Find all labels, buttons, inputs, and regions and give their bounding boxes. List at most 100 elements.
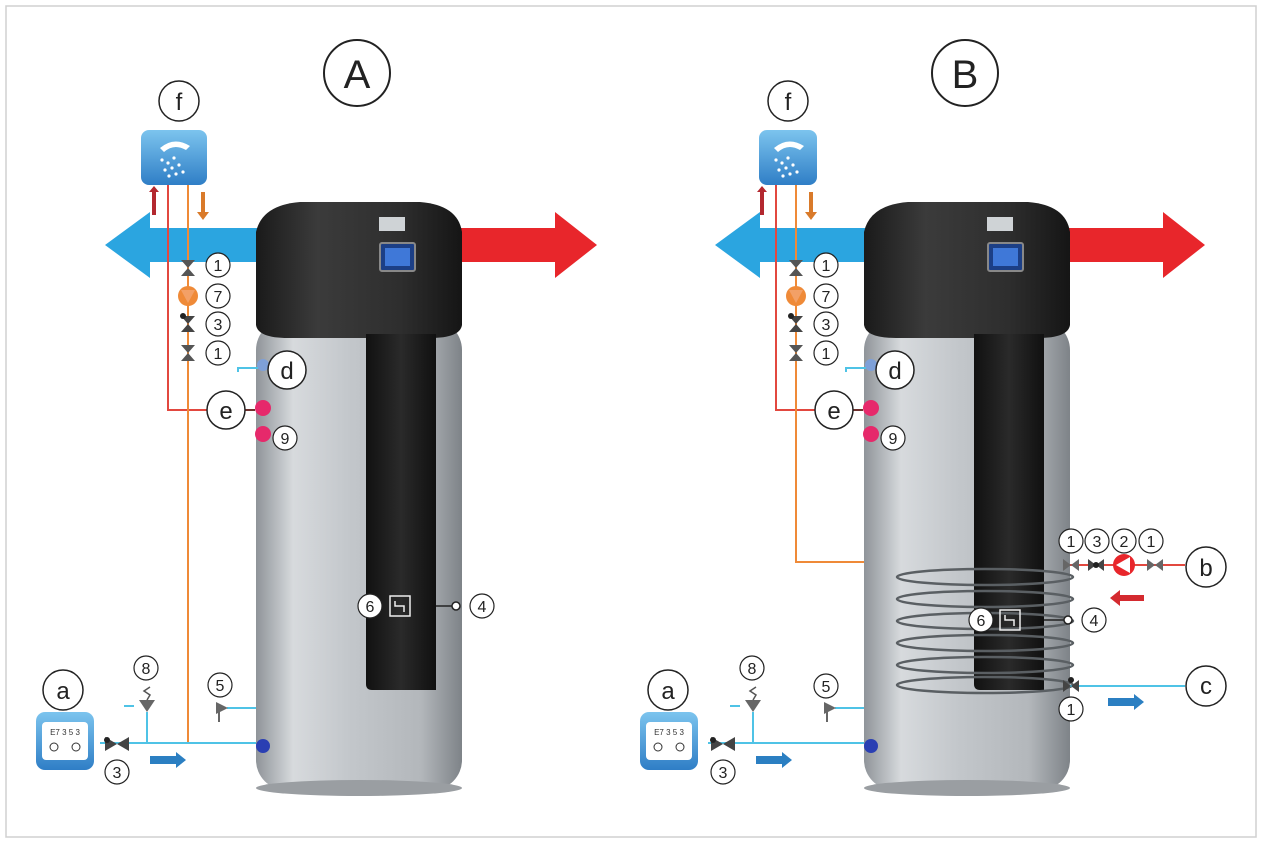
connector-cold-inlet	[864, 739, 878, 753]
relief-valve-icon	[730, 686, 761, 712]
coil-valve-label: 1	[1147, 534, 1156, 551]
shower-icon	[759, 130, 817, 185]
valve-icon	[1063, 677, 1079, 692]
panel-a: A	[36, 39, 597, 796]
hot-air-arrow	[445, 212, 597, 278]
label-a: a	[56, 678, 70, 705]
shower-icon	[141, 130, 207, 185]
display-screen	[993, 248, 1018, 266]
label-d-circle	[267, 350, 307, 390]
label-f-circle	[158, 80, 200, 122]
valve-icon	[180, 313, 195, 332]
valve-icon	[710, 737, 735, 751]
panel-b-title-circle	[931, 39, 999, 107]
label-5-circle	[813, 673, 839, 699]
label-c-valve-circle	[1058, 696, 1084, 722]
label-5: 5	[822, 679, 831, 696]
label-d-circle	[875, 350, 915, 390]
brand-logo	[987, 217, 1013, 231]
hot-flow-arrow	[757, 186, 767, 215]
valve-stack-labels: 1 7 3 1	[813, 252, 839, 366]
valve-stack	[786, 260, 806, 361]
label-3-circle	[710, 759, 736, 785]
sensor-icon	[436, 601, 461, 611]
valve-label: 1	[822, 346, 831, 363]
label-9-circle	[272, 425, 298, 451]
label-3: 3	[719, 765, 728, 782]
panel-b-title: B	[952, 53, 979, 97]
label-8-circle	[133, 655, 159, 681]
label-d: d	[280, 358, 293, 385]
label-a-circle	[647, 669, 689, 711]
connector-9	[863, 426, 879, 442]
valve-icon	[181, 260, 195, 276]
valve-label: 3	[822, 317, 831, 334]
label-5-circle	[207, 672, 233, 698]
valve-icon	[1063, 559, 1079, 571]
label-9: 9	[889, 431, 898, 448]
valve-icon	[789, 345, 803, 361]
display-screen	[385, 248, 410, 266]
valve-label: 3	[214, 317, 223, 334]
coil-valve-label: 3	[1093, 534, 1102, 551]
valve-icon	[788, 313, 803, 332]
hot-flow-arrow	[149, 186, 159, 215]
panel-a-title: A	[344, 53, 371, 97]
label-6-circle	[357, 593, 383, 619]
connector-d	[865, 359, 877, 371]
hot-air-arrow	[1053, 212, 1205, 278]
label-c: c	[1200, 673, 1212, 700]
label-6: 6	[366, 599, 375, 616]
label-8: 8	[142, 661, 151, 678]
label-b: b	[1199, 555, 1212, 582]
label-3-circle	[104, 759, 130, 785]
label-c-circle	[1185, 665, 1227, 707]
heater-icon	[389, 595, 411, 617]
valve-icon	[1088, 559, 1104, 571]
connector-d	[257, 359, 269, 371]
valve-stack-labels: 1 7 3 1	[205, 252, 231, 366]
connector-cold-inlet	[256, 739, 270, 753]
label-d: d	[888, 358, 901, 385]
heater-icon	[999, 609, 1021, 631]
pump-label: 7	[214, 289, 223, 306]
panel-b: B	[640, 39, 1227, 796]
valve-icon	[104, 737, 129, 751]
label-e-circle	[814, 390, 854, 430]
label-8: 8	[748, 661, 757, 678]
coil-outflow-arrow	[1108, 694, 1144, 710]
label-a-circle	[42, 669, 84, 711]
tank-base	[256, 780, 462, 796]
meter-reading: E7 3 5 3	[50, 728, 80, 737]
connector-e	[255, 400, 271, 416]
label-e-circle	[206, 390, 246, 430]
pump-icon	[178, 286, 198, 306]
connector-9	[255, 426, 271, 442]
heating-inflow-arrow	[1110, 590, 1144, 606]
relief-valve-icon	[124, 686, 155, 712]
sensor-icon	[1044, 615, 1073, 625]
label-e: e	[219, 398, 232, 425]
label-4: 4	[1090, 613, 1099, 630]
coil-pump-label: 2	[1120, 534, 1129, 551]
valve-label: 1	[214, 258, 223, 275]
return-flow-arrow	[805, 192, 817, 220]
label-e: e	[827, 398, 840, 425]
drain-valve-icon	[216, 702, 228, 722]
label-6-circle	[968, 607, 994, 633]
coil-inlet-group	[1063, 554, 1163, 576]
coil-valve-label: 1	[1067, 534, 1076, 551]
meter-reading: E7 3 5 3	[654, 728, 684, 737]
panel-a-title-circle	[323, 39, 391, 107]
valve-stack	[178, 260, 198, 361]
label-3: 3	[113, 765, 122, 782]
valve-icon	[1147, 559, 1163, 571]
brand-logo	[379, 217, 405, 231]
label-4: 4	[478, 599, 487, 616]
valve-icon	[181, 345, 195, 361]
recirculation-pipe	[795, 180, 864, 563]
pump-icon	[786, 286, 806, 306]
label-6: 6	[977, 613, 986, 630]
front-panel	[366, 334, 436, 690]
